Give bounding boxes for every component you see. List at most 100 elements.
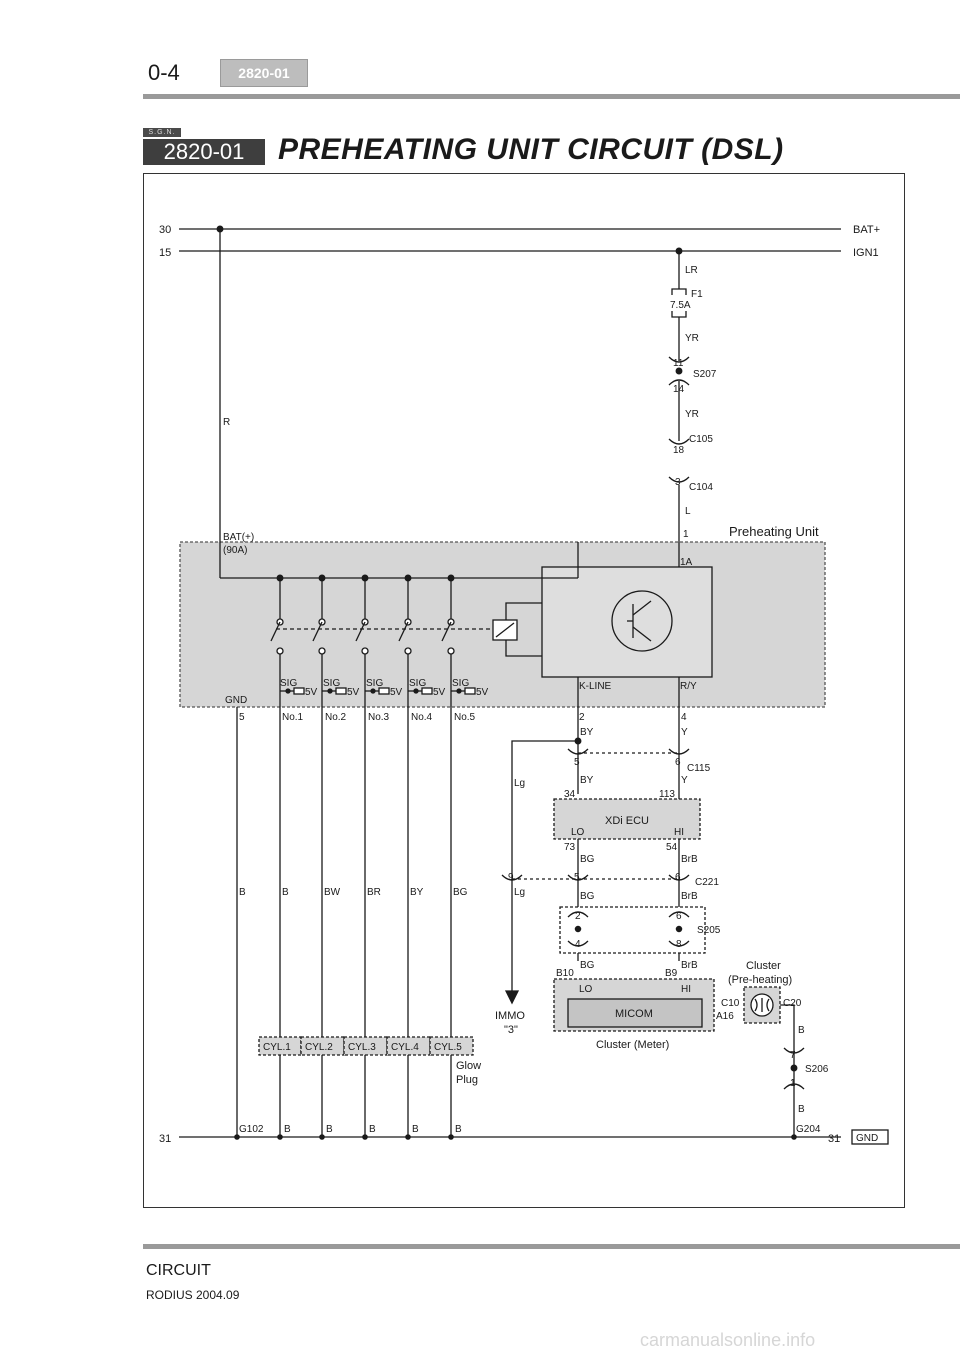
splice-s205-box (559, 906, 706, 954)
control-module-box (541, 566, 713, 678)
ecu-wire-b: BrB (681, 854, 698, 865)
bat-rail-left: 30 (159, 224, 171, 236)
c115-name: C115 (687, 763, 711, 774)
immo-label: IMMO (495, 1010, 525, 1022)
gnd-tap-1: B (284, 1124, 291, 1135)
s205-name: S205 (697, 925, 721, 936)
s206-pin-a: 7 (790, 1050, 796, 1061)
gnd-rail-left: 31 (159, 1133, 171, 1145)
output-label-5: No.5 (454, 712, 476, 723)
s205-pin-4: 4 (575, 939, 581, 950)
transistor-emitter (632, 626, 652, 642)
ecu-pin-out-a: 73 (564, 842, 576, 853)
micom-box (567, 998, 703, 1028)
cluster-pin-c10: C10 (721, 998, 740, 1009)
sig-label-5: SIG (452, 678, 469, 689)
s207-pin-b: 14 (673, 384, 685, 395)
glow-switches (270, 574, 455, 655)
splice-s207 (675, 367, 683, 375)
c115-wire-a: BY (580, 775, 594, 786)
sig-label-1: SIG (280, 678, 297, 689)
page-title: PREHEATING UNIT CIRCUIT (DSL) (278, 133, 784, 166)
micom-hi: HI (681, 984, 691, 995)
c221-pin-a: 5 (574, 872, 580, 883)
circuit-diagram: 30 BAT+ 15 IGN1 31 31 GND LR F1 7.5A YR … (143, 173, 905, 1208)
cyl-label-3: CYL.3 (348, 1042, 376, 1053)
circuit-svg: 30 BAT+ 15 IGN1 31 31 GND LR F1 7.5A YR … (159, 224, 889, 1145)
c104-name: C104 (689, 482, 713, 493)
wire-cyl4-label: BY (410, 887, 424, 898)
gnd-badge-box (851, 1129, 889, 1145)
wire-l-label: L (685, 506, 691, 517)
glow-wires (236, 654, 452, 1137)
output-label-1: No.1 (282, 712, 304, 723)
c115-pin-b: 6 (675, 757, 681, 768)
fuse-rating: 7.5A (670, 300, 691, 311)
s207-pin-a: 11 (673, 358, 684, 369)
ecu-wire-a: BG (580, 854, 595, 865)
wire-kline-label: BY (580, 727, 594, 738)
wire-ry-label: Y (681, 727, 688, 738)
s206-name: S206 (805, 1064, 829, 1075)
sig-sense-rows (280, 687, 476, 695)
unit-bat-rating: (90A) (223, 545, 247, 556)
wire-gnd-label: B (239, 887, 246, 898)
volt-label-4: 5V (433, 687, 446, 698)
c115-pin-a: 5 (574, 757, 580, 768)
cluster-pin-a16: A16 (716, 1011, 734, 1022)
cyl-label-5: CYL.5 (434, 1042, 462, 1053)
watermark: carmanualsonline.info (640, 1330, 816, 1350)
unit-ry: R/Y (680, 681, 697, 692)
gnd-badge: GND (856, 1133, 878, 1144)
header-rule (143, 94, 960, 99)
c221-pin-lg: 9 (508, 872, 514, 883)
gnd-tap-4: B (412, 1124, 419, 1135)
unit-ry-pin: 4 (681, 712, 687, 723)
c221-wire-lg: Lg (514, 887, 525, 898)
micom-pin-a: B10 (556, 968, 574, 979)
transistor-collector (632, 600, 652, 616)
volt-label-5: 5V (476, 687, 489, 698)
c221-name: C221 (695, 877, 719, 888)
xdi-ecu-box (553, 798, 701, 840)
cluster-meter-label: Cluster (Meter) (596, 1039, 669, 1051)
s205-pin-6: 6 (676, 911, 682, 922)
c221-wire-b: BrB (681, 891, 698, 902)
immo-value: "3" (504, 1024, 518, 1036)
connector-c104 (668, 476, 690, 483)
ecu-pin-in-b: 113 (659, 789, 675, 800)
section-tag: 2820-01 (220, 59, 308, 87)
micom-lo: LO (579, 984, 593, 995)
micom-pin-b: B9 (665, 968, 678, 979)
c105-name: C105 (689, 434, 713, 445)
ecu-lo: LO (571, 827, 585, 838)
wire-yr-label: YR (685, 333, 699, 344)
fuse-name: F1 (691, 289, 703, 300)
unit-kline-pin: 2 (579, 712, 585, 723)
wire-cyl1-label: B (282, 887, 289, 898)
fuse-f1-icon (671, 288, 687, 295)
s205-wire-a: BG (580, 960, 595, 971)
brand-badge: S.G.N. (143, 128, 181, 137)
wire-cyl2-label: BW (324, 887, 341, 898)
page-number: 0-4 (148, 60, 180, 85)
footer-rule (143, 1244, 960, 1249)
splice-s206 (783, 1047, 805, 1054)
unit-pin-1: 1 (683, 529, 689, 540)
s205-wire-b: BrB (681, 960, 698, 971)
preheating-unit-label: Preheating Unit (729, 524, 819, 539)
wire-r-label: R (223, 417, 230, 428)
gnd-tap-3: B (369, 1124, 376, 1135)
glow-plug-label-2: Plug (456, 1074, 478, 1086)
cluster-name-2: (Pre-heating) (728, 974, 792, 986)
ign-rail-left: 15 (159, 247, 171, 259)
unit-gnd: GND (225, 695, 247, 706)
ecu-pin-out-b: 54 (666, 842, 678, 853)
volt-label-3: 5V (390, 687, 403, 698)
wire-cyl3-label: BR (367, 887, 381, 898)
cluster-pin-c20: C20 (783, 998, 802, 1009)
gnd-tap-2: B (326, 1124, 333, 1135)
ecu-hi: HI (674, 827, 684, 838)
s207-name: S207 (693, 369, 717, 380)
s206-pin-b: 1 (790, 1078, 796, 1089)
